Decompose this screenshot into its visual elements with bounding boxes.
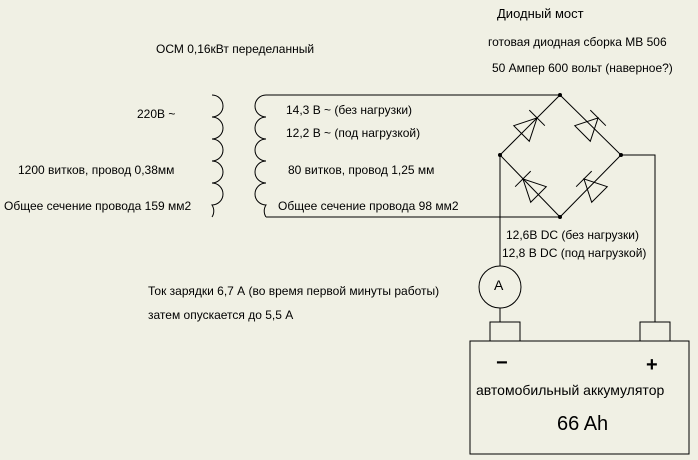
battery-body <box>469 340 690 455</box>
charge-current-first-minute: Ток зарядки 6,7 А (во время первой минут… <box>148 284 440 298</box>
dc-voltage-no-load: 12,6В DC (без нагрузки) <box>506 228 640 242</box>
diode-bottom-right <box>575 170 609 204</box>
ammeter-symbol <box>478 265 522 309</box>
ammeter-label: A <box>494 277 504 293</box>
diode-bottom-left <box>514 170 548 204</box>
battery-terminal-minus <box>489 321 521 342</box>
secondary-turns: 80 витков, провод 1,25 мм <box>288 163 435 177</box>
diode-top-right <box>573 109 607 143</box>
diode-top-left <box>512 109 546 143</box>
primary-turns: 1200 витков, провод 0,38мм <box>18 163 175 177</box>
dc-voltage-load: 12,8 В DC (под нагрузкой) <box>502 246 647 260</box>
transformer-title: ОСМ 0,16кВт переделанный <box>156 42 315 56</box>
battery-minus-sign: − <box>496 352 508 374</box>
node-dot-top <box>558 93 562 97</box>
primary-voltage: 220В ~ <box>137 107 176 121</box>
battery-plus-sign: + <box>646 354 658 376</box>
secondary-winding <box>254 94 267 218</box>
secondary-voltage-load: 12,2 В ~ (под нагрузкой) <box>286 126 421 140</box>
node-dot-bottom <box>558 215 562 219</box>
primary-cross-section: Общее сечение провода 159 мм2 <box>4 199 192 213</box>
secondary-cross-section: Общее сечение провода 98 мм2 <box>278 199 459 213</box>
wire-bridge-plus <box>621 154 656 322</box>
primary-winding <box>211 94 224 218</box>
secondary-voltage-no-load: 14,3 В ~ (без нагрузки) <box>286 103 413 117</box>
charge-current-after: затем опускается до 5,5 А <box>148 308 294 322</box>
battery-capacity: 66 Ah <box>557 413 609 435</box>
bridge-part: готовая диодная сборка MB 506 <box>488 35 667 49</box>
node-dot-right <box>619 153 623 157</box>
battery-terminal-plus <box>639 321 671 342</box>
battery-label: автомобильный аккумулятор <box>476 382 665 398</box>
node-dot-left <box>498 153 502 157</box>
diode-bridge-outline <box>499 94 622 218</box>
bridge-rating: 50 Ампер 600 вольт (наверное?) <box>492 61 673 75</box>
bridge-title: Диодный мост <box>497 6 584 21</box>
